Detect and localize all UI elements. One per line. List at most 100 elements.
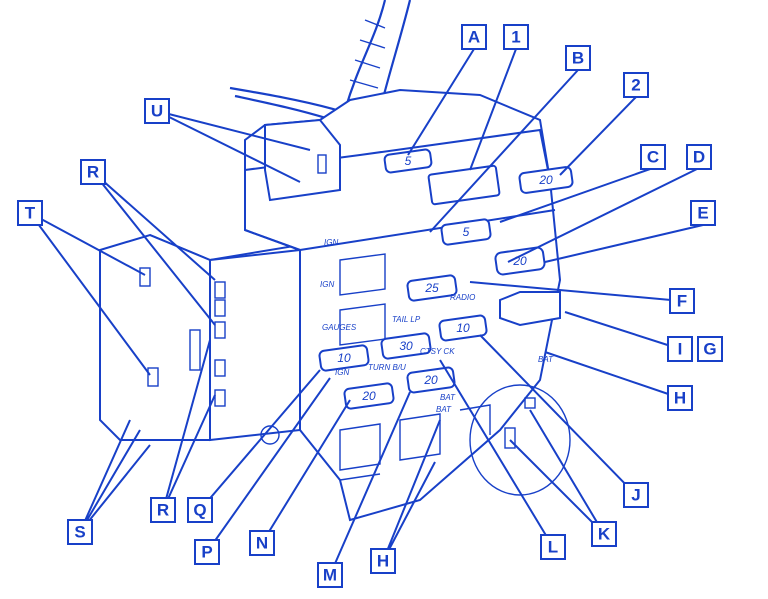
diagram-shape <box>187 497 213 523</box>
callout-H-right: H <box>667 385 693 411</box>
diagram-shape <box>406 274 458 302</box>
callout-S: S <box>67 519 93 545</box>
fuse-20a-ign: 20 <box>343 382 395 410</box>
diagram-label: Q <box>193 501 206 520</box>
fuse-20a-turn: 20 <box>406 366 456 394</box>
callout-N: N <box>249 530 275 556</box>
callout-Q: Q <box>187 497 213 523</box>
diagram-shape <box>144 98 170 124</box>
diagram-label: H <box>674 389 686 408</box>
diagram-label: U <box>151 102 163 121</box>
diagram-label: BAT <box>538 355 554 364</box>
callouts: A 1 B 2 C D E F I G H J K L H M N P Q R … <box>17 24 723 588</box>
diagram-label: N <box>256 534 268 553</box>
fuse-30a-tail: 30 <box>380 332 432 360</box>
fuse-20a-right: 20 <box>518 166 574 194</box>
diagram-label: A <box>468 28 480 47</box>
diagram-shape <box>667 385 693 411</box>
diagram-label: BAT <box>440 393 456 402</box>
callout-R-top: R <box>80 159 106 185</box>
diagram-shape <box>499 291 561 327</box>
diagram-label: 30 <box>399 339 413 353</box>
diagram-label: BAT <box>436 405 452 414</box>
diagram-shape <box>349 19 386 89</box>
diagram-shape <box>591 521 617 547</box>
diagram-label: B <box>572 49 584 68</box>
diagram-shape <box>623 72 649 98</box>
diagram-label: M <box>323 566 337 585</box>
callout-J: J <box>623 482 649 508</box>
diagram-shape <box>214 281 226 299</box>
diagram-label: C <box>647 148 659 167</box>
diagram-label: TURN B/U <box>368 363 406 372</box>
fuse-20a-e: 20 <box>494 246 546 276</box>
diagram-shape <box>318 344 370 372</box>
diagram-shape <box>669 288 695 314</box>
diagram-shape <box>214 321 226 339</box>
diagram-shape <box>524 397 536 409</box>
diagram-label: R <box>157 501 169 520</box>
diagram-label: J <box>631 486 640 505</box>
callout-E: E <box>690 200 716 226</box>
diagram-shape <box>690 200 716 226</box>
callout-D: D <box>686 144 712 170</box>
diagram-label: L <box>548 538 558 557</box>
diagram-shape <box>67 519 93 545</box>
callout-B: B <box>565 45 591 71</box>
diagram-shape <box>565 45 591 71</box>
diagram-label: 2 <box>631 76 640 95</box>
diagram-shape <box>264 118 341 202</box>
fuse-5a: 5 <box>440 218 492 246</box>
diagram-shape <box>147 367 159 387</box>
diagram-shape <box>139 267 151 287</box>
fuse-25a: 25 <box>406 274 458 302</box>
diagram-shape <box>260 425 280 445</box>
diagram-shape <box>99 233 211 441</box>
fuse-10a-radio: 10 <box>438 314 488 342</box>
diagram-label: D <box>693 148 705 167</box>
diagram-shape <box>370 548 396 574</box>
diagram-shape <box>150 497 176 523</box>
callout-H-bottom: H <box>370 548 396 574</box>
diagram-label: S <box>74 523 85 542</box>
callout-C: C <box>640 144 666 170</box>
diagram-label: GAUGES <box>322 323 357 332</box>
diagram-label: 20 <box>423 373 438 387</box>
diagram-label: IGN <box>324 238 338 247</box>
callout-G: G <box>697 336 723 362</box>
diagram-shape <box>494 246 546 276</box>
diagram-shape <box>383 148 433 174</box>
diagram-label: G <box>703 340 716 359</box>
diagram-label: 1 <box>511 28 520 47</box>
diagram-shape <box>214 359 226 377</box>
diagram-shape <box>697 336 723 362</box>
callout-P: P <box>194 539 220 565</box>
diagram-shape <box>380 332 432 360</box>
fuse-5a-top: 5 <box>383 148 433 174</box>
diagram-label: K <box>598 525 611 544</box>
diagram-shape <box>440 218 492 246</box>
diagram-label: CTSY CK <box>420 347 455 356</box>
diagram-label: 5 <box>405 154 412 168</box>
callout-F: F <box>669 288 695 314</box>
diagram-label: RADIO <box>450 293 475 302</box>
diagram-shape <box>540 534 566 560</box>
callout-K: K <box>591 521 617 547</box>
diagram-shape <box>317 562 343 588</box>
diagram-shape <box>317 154 327 174</box>
diagram-label: 5 <box>463 225 470 239</box>
callout-1: 1 <box>503 24 529 50</box>
fuse-10a-gauges: 10 <box>318 344 370 372</box>
diagram-label: E <box>697 204 708 223</box>
diagram-shape <box>209 248 301 442</box>
diagram-label: IGN <box>320 280 334 289</box>
diagram-shape <box>17 200 43 226</box>
diagram-label: TAIL LP <box>392 315 421 324</box>
diagram-shape <box>214 299 226 317</box>
diagram-shape <box>504 427 516 449</box>
diagram-shape <box>29 48 704 576</box>
diagram-label: 25 <box>424 281 439 295</box>
diagram-shape <box>461 24 487 50</box>
diagram-shape <box>343 382 395 410</box>
